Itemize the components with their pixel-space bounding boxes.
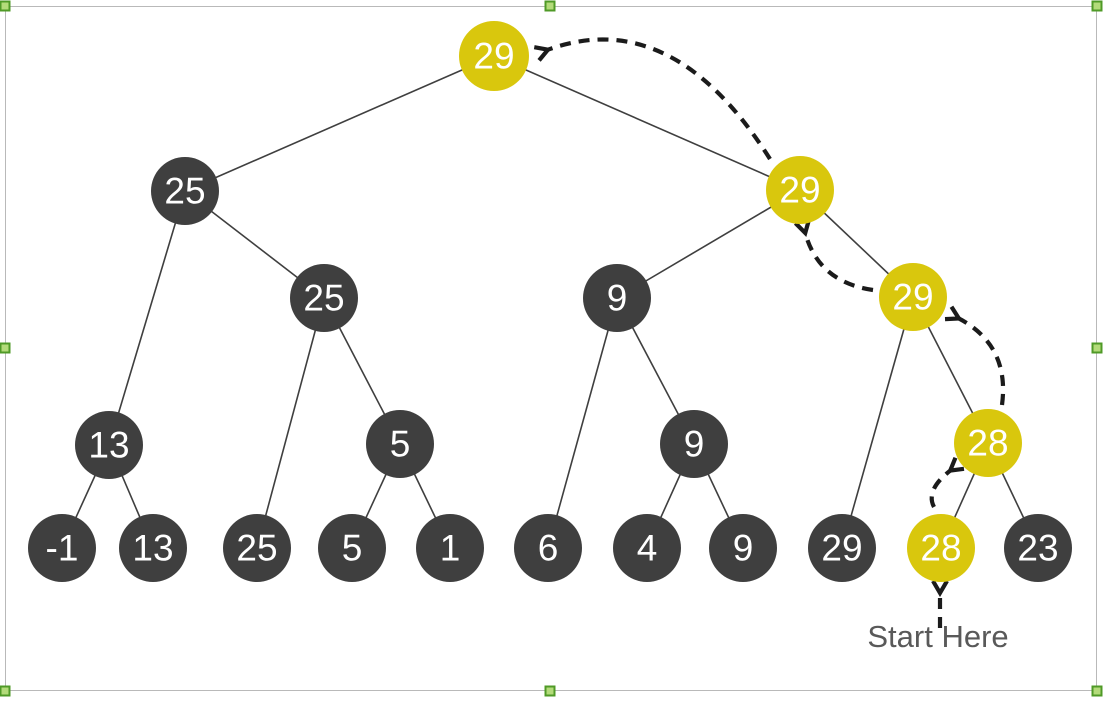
- node-circle: [808, 514, 876, 582]
- tree-node-root-29: 29: [459, 21, 529, 91]
- tree-node-value: 28: [967, 423, 1008, 464]
- node-circle-highlighted: [954, 409, 1022, 477]
- tree-edge: [493, 55, 801, 191]
- node-circle: [660, 410, 728, 478]
- node-circle-highlighted: [766, 156, 834, 224]
- tree-nodes: 29 25 29 25 9 29 13 5 9 28 -1 13 25 5 1 6 4 9 29 28 23: [28, 21, 1072, 582]
- selection-handle-top-right[interactable]: [1091, 0, 1103, 12]
- tree-node-l4-5: 5: [366, 410, 434, 478]
- tree-edge: [184, 55, 495, 192]
- node-circle: [416, 514, 484, 582]
- tree-node-l4-9: 9: [660, 410, 728, 478]
- tree-node-value: 25: [303, 278, 344, 319]
- node-circle-highlighted: [459, 21, 529, 91]
- tree-node-value: 29: [779, 170, 820, 211]
- tree-node-value: 25: [236, 528, 277, 569]
- node-circle: [583, 264, 651, 332]
- tree-node-value: 9: [607, 278, 628, 319]
- tree-node-l4-13: 13: [75, 411, 143, 479]
- tree-node-value: 5: [390, 424, 411, 465]
- tree-node-leaf-neg1: -1: [28, 514, 96, 582]
- tree-node-leaf-29: 29: [808, 514, 876, 582]
- tree-edge: [256, 297, 325, 549]
- node-circle: [709, 514, 777, 582]
- tree-node-l4-28: 28: [954, 409, 1022, 477]
- tree-node-value: 29: [892, 277, 933, 318]
- node-circle: [613, 514, 681, 582]
- node-circle-highlighted: [879, 263, 947, 331]
- tree-node-leaf-1: 1: [416, 514, 484, 582]
- tree-node-l2-25: 25: [151, 157, 219, 225]
- node-circle: [223, 514, 291, 582]
- tree-edge: [841, 296, 914, 549]
- selection-handle-top-left[interactable]: [0, 0, 11, 12]
- tree-node-value: 28: [920, 528, 961, 569]
- start-here-label: Start Here: [867, 619, 1008, 654]
- tree-node-l3-9: 9: [583, 264, 651, 332]
- tree-node-leaf-9: 9: [709, 514, 777, 582]
- node-circle: [28, 514, 96, 582]
- tree-node-l3-25: 25: [290, 264, 358, 332]
- tree-edge: [108, 190, 186, 446]
- tree-node-value: 23: [1017, 528, 1058, 569]
- tree-node-leaf-23: 23: [1004, 514, 1072, 582]
- selection-handle-bottom-right[interactable]: [1091, 685, 1103, 697]
- selection-handle-bottom-left[interactable]: [0, 685, 11, 697]
- arrow-28-to-29: [944, 305, 1006, 406]
- tree-node-value: 13: [88, 425, 129, 466]
- node-circle: [514, 514, 582, 582]
- tree-node-value: 5: [342, 528, 363, 569]
- arrow-29-to-root: [533, 37, 772, 161]
- selection-handle-top-middle[interactable]: [544, 0, 556, 12]
- tree-node-value: 9: [733, 528, 754, 569]
- node-circle: [75, 411, 143, 479]
- tree-node-leaf-6: 6: [514, 514, 582, 582]
- selection-handle-middle-left[interactable]: [0, 342, 11, 354]
- tree-node-value: 29: [821, 528, 862, 569]
- arrow-29-to-29: [793, 219, 874, 293]
- tree-node-leaf-4: 4: [613, 514, 681, 582]
- tree-node-value: 4: [637, 528, 658, 569]
- tree-edge: [547, 297, 618, 549]
- tree-node-value: 29: [473, 36, 514, 77]
- tree-node-value: 9: [684, 424, 705, 465]
- arrow-28-to-28: [929, 456, 965, 508]
- node-circle: [318, 514, 386, 582]
- selection-handle-bottom-middle[interactable]: [544, 685, 556, 697]
- node-circle: [290, 264, 358, 332]
- node-circle: [1004, 514, 1072, 582]
- selection-handle-middle-right[interactable]: [1091, 342, 1103, 354]
- tree-node-value: 13: [132, 528, 173, 569]
- tree-node-l3-29: 29: [879, 263, 947, 331]
- tree-node-leaf-28: 28: [907, 514, 975, 582]
- tree-node-value: 25: [164, 171, 205, 212]
- node-circle: [366, 410, 434, 478]
- node-circle-highlighted: [907, 514, 975, 582]
- tree-node-leaf-13: 13: [119, 514, 187, 582]
- node-circle: [119, 514, 187, 582]
- tree-edge: [616, 189, 801, 299]
- traversal-arrows: [533, 37, 1006, 628]
- tree-node-leaf-5: 5: [318, 514, 386, 582]
- tree-node-l2-29: 29: [766, 156, 834, 224]
- tree-node-value: 6: [538, 528, 559, 569]
- node-circle: [151, 157, 219, 225]
- tree-node-leaf-25: 25: [223, 514, 291, 582]
- tree-node-value: 1: [440, 528, 461, 569]
- tree-node-value: -1: [46, 528, 79, 569]
